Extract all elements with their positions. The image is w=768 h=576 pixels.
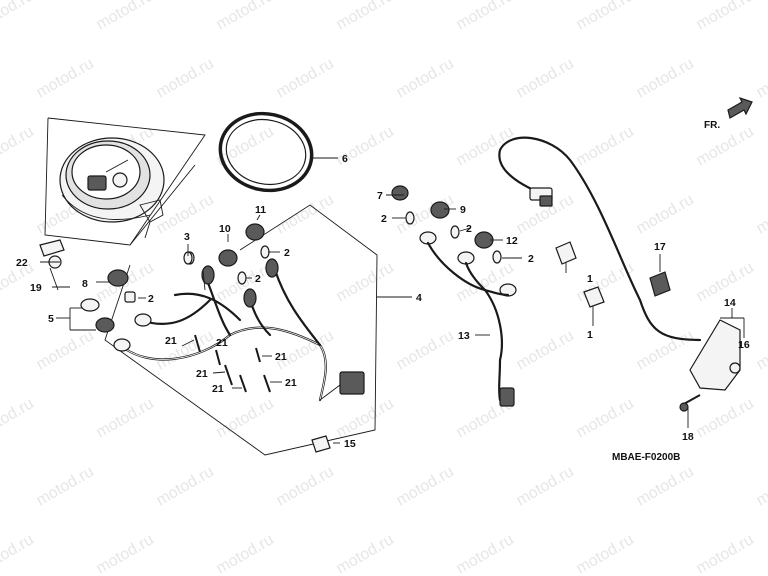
watermark-text: motod.ru (394, 55, 457, 101)
leader-lines (40, 157, 745, 444)
callout-label: 18 (682, 431, 694, 443)
callout-label: 4 (416, 292, 422, 304)
sensor-cable (498, 136, 702, 342)
watermark-text: motod.ru (694, 0, 757, 33)
callout-label: 13 (458, 330, 470, 342)
watermark-text: motod.ru (694, 531, 757, 576)
callout-label: 6 (342, 153, 348, 165)
watermark-text: motod.ru (694, 123, 757, 169)
callout-label: 5 (48, 313, 54, 325)
diagram-code: MBAE-F0200B (612, 452, 680, 463)
callout-label: 2 (148, 293, 154, 305)
callout-label: 16 (738, 339, 750, 351)
watermark-text: motod.ru (754, 55, 768, 101)
watermark-text: motod.ru (394, 463, 457, 509)
callout-label: 10 (219, 223, 231, 235)
watermark-text: motod.ru (454, 0, 517, 33)
callout-label: 7 (377, 190, 383, 202)
watermark-text: motod.ru (334, 259, 397, 305)
callout-label: 8 (82, 278, 88, 290)
watermark-text: motod.ru (154, 55, 217, 101)
callout-label: 22 (16, 257, 28, 269)
callout-label: 21 (285, 377, 297, 389)
callout-label: 2 (284, 247, 290, 259)
callout-label: 17 (654, 241, 666, 253)
meter-ring (218, 111, 314, 193)
watermark-text: motod.ru (754, 191, 768, 237)
callout-label: 12 (506, 235, 518, 247)
watermark-text: motod.ru (514, 327, 577, 373)
watermark-text: motod.ru (274, 463, 337, 509)
indicator-sub-harness (391, 185, 517, 407)
callout-label: 1 (587, 273, 593, 285)
watermark-text: motod.ru (574, 531, 637, 576)
watermark-text: motod.ru (574, 259, 637, 305)
watermark-text: motod.ru (574, 0, 637, 33)
callout-label: 11 (255, 204, 266, 216)
watermark-text: motod.ru (274, 191, 337, 237)
watermark-text: motod.ru (634, 463, 697, 509)
watermark-text: motod.ru (514, 55, 577, 101)
watermark-text: motod.ru (214, 531, 277, 576)
front-direction-indicator (727, 96, 753, 119)
watermark-text: motod.ru (754, 327, 768, 373)
watermark-text: motod.ru (334, 531, 397, 576)
watermark-text: motod.ru (754, 463, 768, 509)
callout-label: 21 (216, 337, 228, 349)
callout-label: 21 (196, 368, 208, 380)
callout-label: 14 (724, 297, 736, 309)
watermark-text: motod.ru (34, 327, 97, 373)
watermark-text: motod.ru (634, 191, 697, 237)
front-direction-label: FR. (704, 120, 720, 131)
watermark-text: motod.ru (34, 463, 97, 509)
watermark-text: motod.ru (0, 395, 37, 441)
callout-label: 19 (30, 282, 42, 294)
callout-label: 2 (528, 253, 534, 265)
callout-label: 2 (255, 273, 261, 285)
watermark-text: motod.ru (274, 55, 337, 101)
watermark-text: motod.ru (574, 123, 637, 169)
callout-label: 2 (381, 213, 387, 225)
watermark-text: motod.ru (0, 531, 37, 576)
watermark-text: motod.ru (94, 0, 157, 33)
watermark-text: motod.ru (0, 0, 37, 33)
harness-screws (194, 334, 271, 393)
watermark-text: motod.ru (94, 531, 157, 576)
harness-cap (311, 435, 331, 453)
watermark-text: motod.ru (94, 395, 157, 441)
watermark-text: motod.ru (454, 259, 517, 305)
callout-label: 3 (184, 231, 190, 243)
watermark-text: motod.ru (154, 463, 217, 509)
callout-label: 15 (344, 438, 356, 450)
watermark-text: motod.ru (334, 0, 397, 33)
speed-sensor (679, 319, 741, 412)
callout-label: 1 (587, 329, 593, 341)
watermark-text: motod.ru (514, 463, 577, 509)
callout-label: 21 (212, 383, 224, 395)
watermark-text: motod.ru (0, 123, 37, 169)
watermark-text: motod.ru (34, 55, 97, 101)
watermark-text: motod.ru (454, 531, 517, 576)
watermark-text: motod.ru (574, 395, 637, 441)
callout-label: 2 (466, 223, 472, 235)
watermark-text: motod.ru (694, 395, 757, 441)
callout-labels: 1 1 2 2 2 2 2 2 3 4 5 6 7 8 9 10 11 12 1… (16, 153, 750, 450)
watermark-text: motod.ru (634, 55, 697, 101)
grommet (649, 271, 671, 297)
watermark-text: motod.ru (454, 123, 517, 169)
watermark-text: motod.ru (214, 0, 277, 33)
speedometer-unit (59, 137, 165, 239)
wire-clips (555, 241, 605, 308)
watermark-text: motod.ru (334, 395, 397, 441)
assembly-outline (44, 117, 378, 456)
callout-label: 21 (165, 335, 177, 347)
callout-label: 21 (275, 351, 287, 363)
watermark-text: motod.ru (394, 327, 457, 373)
callout-label: 9 (460, 204, 466, 216)
watermark-text: motod.ru (214, 395, 277, 441)
